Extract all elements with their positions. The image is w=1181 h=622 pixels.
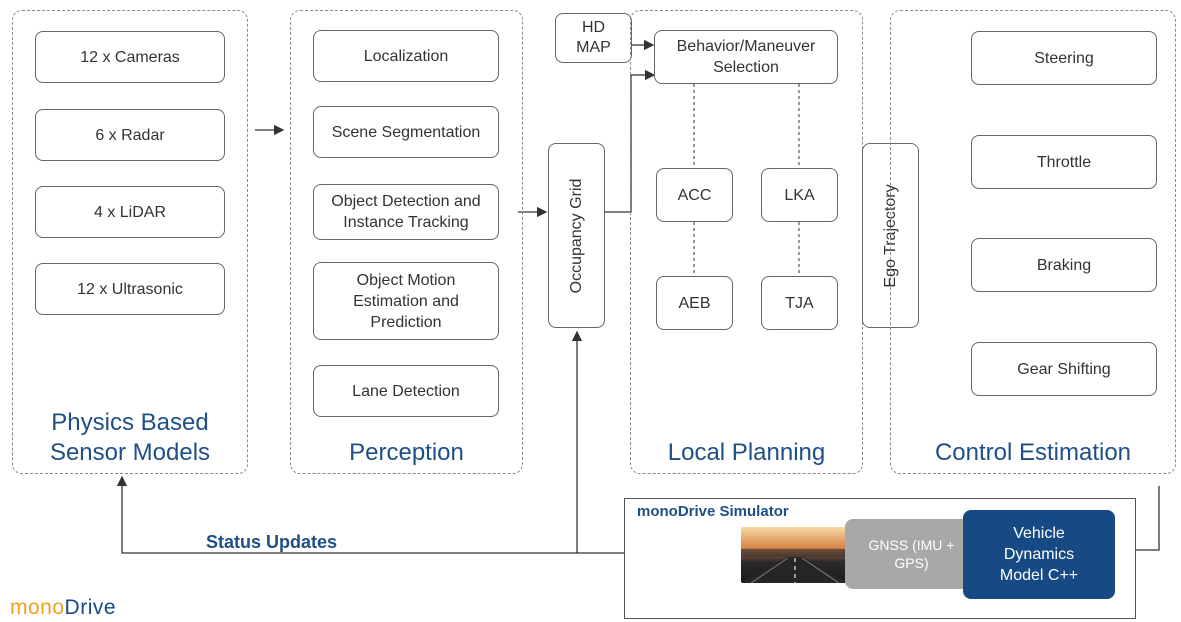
braking-box: Braking: [971, 238, 1157, 292]
object-motion-line2: Estimation and: [353, 292, 459, 310]
sensor-models-title: Physics Based Sensor Models: [12, 408, 248, 468]
sensor-models-panel: [12, 10, 248, 474]
aeb-box: AEB: [656, 276, 733, 330]
vdm-line3: Model C++: [999, 567, 1079, 584]
lane-detection-box: Lane Detection: [313, 365, 499, 417]
sensor-title-line1: Physics Based: [51, 409, 209, 436]
object-detection-line2: Instance Tracking: [343, 214, 469, 231]
sensor-title-line2: Sensor Models: [49, 439, 211, 466]
monodrive-logo: monoDrive: [10, 596, 116, 620]
simulator-title: monoDrive Simulator: [637, 503, 789, 520]
sensor-lidar-box: 4 x LiDAR: [35, 186, 225, 238]
localization-label: Localization: [363, 47, 449, 65]
gnss-box: GNSS (IMU + GPS): [845, 519, 978, 589]
sensor-cameras-box: 12 x Cameras: [35, 31, 225, 83]
sensor-radar-box: 6 x Radar: [35, 109, 225, 161]
object-motion-box: Object Motion Estimation and Prediction: [313, 262, 499, 340]
localization-box: Localization: [313, 30, 499, 82]
control-estimation-title: Control Estimation: [934, 439, 1132, 466]
vehicle-dynamics-box: Vehicle Dynamics Model C++: [963, 510, 1115, 599]
object-detection-line1: Object Detection and: [331, 193, 481, 210]
hd-map-line1: HD: [581, 19, 606, 36]
arrow-grid-to-behavior: [605, 69, 656, 213]
sensor-ultrasonic-box: 12 x Ultrasonic: [35, 263, 225, 315]
logo-part-drive: Drive: [64, 596, 117, 619]
hd-map-box: HD MAP: [555, 13, 632, 63]
lka-box: LKA: [761, 168, 838, 222]
occupancy-grid-label: Occupancy Grid: [567, 178, 585, 293]
local-planning-title: Local Planning: [667, 439, 826, 466]
status-updates-label: Status Updates: [206, 532, 338, 552]
scene-segmentation-box: Scene Segmentation: [313, 106, 499, 158]
object-motion-line1: Object Motion: [356, 271, 456, 289]
gnss-line1: GNSS (IMU +: [868, 537, 955, 553]
perception-panel: [290, 10, 523, 474]
perception-title: Perception: [349, 439, 464, 466]
control-estimation-panel: [890, 10, 1176, 474]
vdm-line1: Vehicle: [1013, 525, 1065, 542]
scene-segmentation-label: Scene Segmentation: [331, 123, 481, 141]
behavior-line1: Behavior/Maneuver: [676, 38, 816, 55]
road-lines: [741, 549, 849, 583]
vdm-line2: Dynamics: [1003, 546, 1075, 563]
throttle-box: Throttle: [971, 135, 1157, 189]
road-scene-image: [741, 527, 849, 583]
arrow-status-to-sensors: [116, 475, 624, 554]
behavior-line2: Selection: [713, 59, 779, 76]
behavior-selection-box: Behavior/Maneuver Selection: [654, 30, 838, 84]
gnss-line2: GPS): [894, 555, 929, 571]
hd-map-line2: MAP: [576, 39, 611, 56]
gear-shifting-box: Gear Shifting: [971, 342, 1157, 396]
object-detection-box: Object Detection and Instance Tracking: [313, 184, 499, 240]
object-motion-line3: Prediction: [370, 313, 442, 331]
tja-box: TJA: [761, 276, 838, 330]
lane-detection-label: Lane Detection: [352, 382, 460, 400]
steering-box: Steering: [971, 31, 1157, 85]
logo-part-mono: mono: [10, 596, 65, 619]
occupancy-grid-box: Occupancy Grid: [548, 143, 605, 328]
acc-box: ACC: [656, 168, 733, 222]
